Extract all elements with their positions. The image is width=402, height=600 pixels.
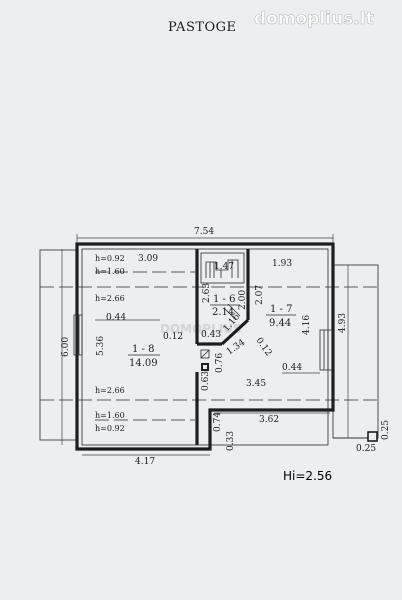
dim-0-25-horizontal: 0.25: [356, 444, 376, 454]
door-openings: [195, 320, 268, 370]
vent-shafts: [200, 349, 210, 371]
room-1-8-id: 1 - 8: [132, 344, 154, 355]
plan-title: PASTOGE: [168, 20, 237, 35]
dim-6-00: 6.00: [61, 337, 71, 357]
dim-4-16: 4.16: [302, 315, 312, 335]
dim-top-overall: 7.54: [194, 227, 214, 237]
room-1-6-id: 1 - 6: [213, 294, 235, 305]
room-labels: 1 - 8 14.09 1 - 6 2.14 1 - 7 9.44: [128, 294, 296, 369]
watermark-center: DOMOPLIUS: [160, 322, 242, 336]
height-h3: h=2.66: [95, 294, 125, 303]
dim-0-74: 0.74: [213, 412, 223, 432]
room-1-7-id: 1 - 7: [270, 304, 292, 315]
height-h2: h=1.60: [95, 267, 125, 276]
dim-5-36: 5.36: [96, 336, 106, 356]
height-labels: h=0.92 h=1.60 h=2.66 h=2.66 h=1.60 h=0.9…: [95, 254, 125, 433]
dim-0-33: 0.33: [226, 431, 236, 451]
staircase: [200, 252, 245, 321]
dim-1-34: 1.34: [225, 338, 247, 358]
dim-1-93: 1.93: [272, 259, 292, 269]
dim-0-12-left: 0.12: [163, 332, 183, 342]
interior-walls: [195, 249, 250, 445]
height-note: Hi=2.56: [283, 469, 332, 483]
dim-4-93: 4.93: [338, 313, 348, 333]
dim-0-43: 0.43: [201, 330, 221, 340]
dim-3-09: 3.09: [138, 254, 158, 264]
dim-0-44-left: 0.44: [106, 313, 126, 323]
dim-0-63: 0.63: [201, 371, 211, 391]
room-1-8-area: 14.09: [129, 358, 158, 369]
dim-2-07: 2.07: [255, 285, 265, 305]
dim-0-12-right: 0.12: [254, 336, 274, 358]
dim-3-45: 3.45: [246, 379, 266, 389]
dimension-lines: [61, 234, 349, 456]
room-1-7-area: 9.44: [269, 318, 291, 329]
height-h6: h=0.92: [95, 424, 125, 433]
dim-3-62: 3.62: [259, 415, 279, 425]
dim-2-63: 2.63: [202, 283, 212, 303]
dim-2-00: 2.00: [238, 290, 248, 310]
dim-0-44-right: 0.44: [282, 363, 302, 373]
corner-post: [367, 431, 378, 442]
roof-windows: [73, 314, 334, 371]
dim-1-47: 1.47: [214, 262, 234, 272]
dim-0-25-vertical: 0.25: [381, 420, 391, 440]
height-h1: h=0.92: [95, 254, 125, 263]
height-h4: h=2.66: [95, 386, 125, 395]
dim-0-76: 0.76: [215, 353, 225, 373]
room-1-6-area: 2.14: [212, 307, 234, 318]
height-zone-lines: [95, 271, 195, 421]
height-h5: h=1.60: [95, 411, 125, 420]
watermark-logo: domoplius.lt: [254, 9, 374, 29]
dim-4-17: 4.17: [135, 457, 155, 467]
